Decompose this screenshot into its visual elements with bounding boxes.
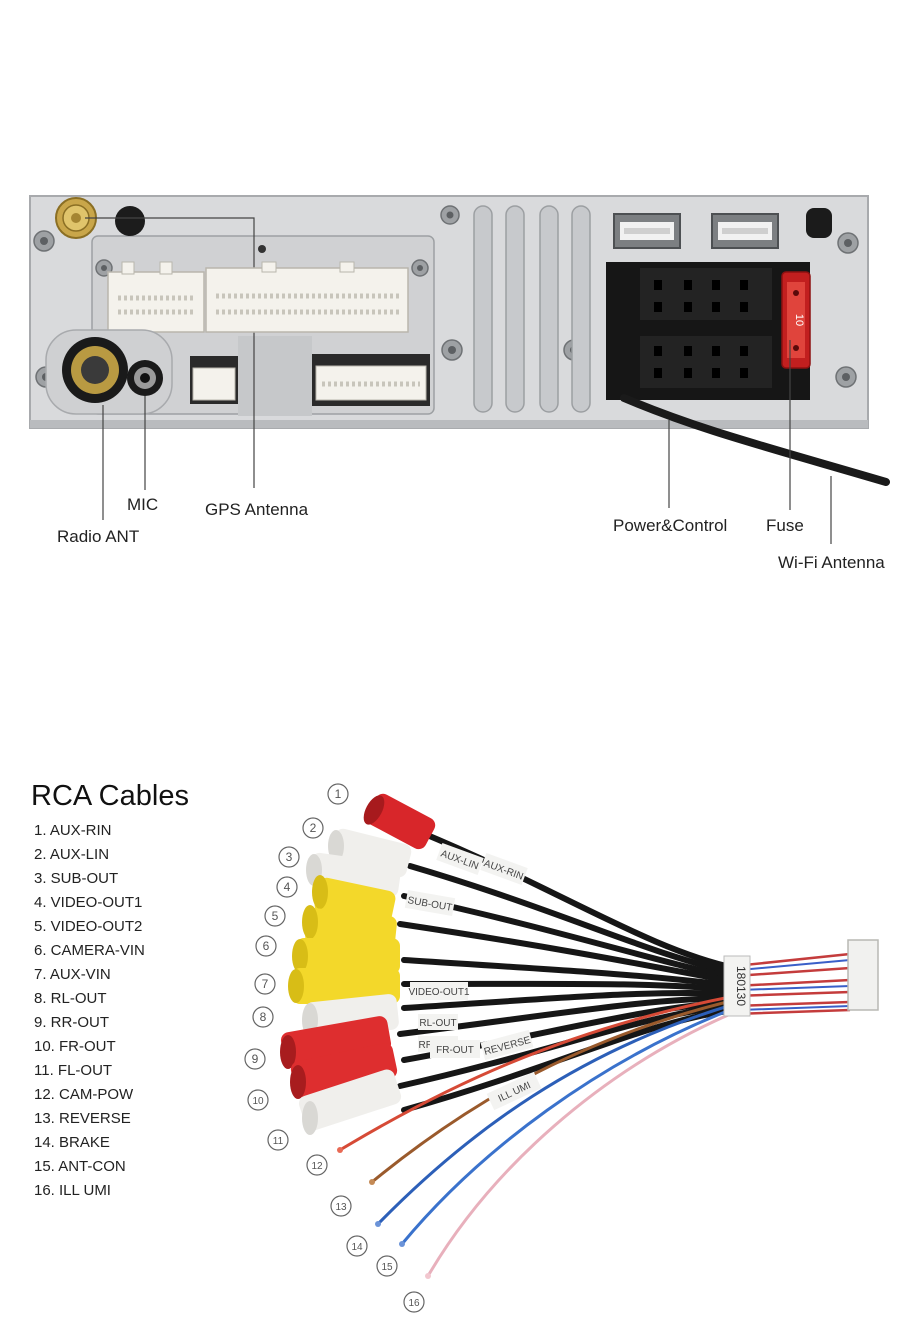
rca-number: 2 — [310, 821, 317, 835]
rca-list-item: 3. SUB-OUT — [34, 870, 119, 887]
tag-text: RL-OUT — [419, 1018, 456, 1029]
rca-list-item: 15. ANT-CON — [34, 1158, 126, 1175]
rca-number: 7 — [262, 977, 269, 991]
tag-text: VIDEO-OUT1 — [408, 987, 470, 998]
tag: SUB-OUT — [404, 889, 456, 917]
rca-list-item: 4. VIDEO-OUT1 — [34, 894, 143, 911]
tag — [723, 955, 751, 1017]
rca-number: 14 — [351, 1242, 363, 1253]
rca-plug-1 — [363, 793, 436, 850]
rca-plug-7 — [288, 968, 400, 1004]
label-power-control: Power&Control — [613, 516, 728, 535]
rca-list-item: 5. VIDEO-OUT2 — [34, 918, 143, 935]
rca-plug-10 — [290, 1043, 398, 1099]
head-unit-rear-panel: 10 — [29, 195, 890, 544]
rca-list-item: 7. AUX-VIN — [34, 966, 111, 983]
rca-number: 15 — [381, 1262, 393, 1273]
rca-list-item: 1. AUX-RIN — [34, 822, 112, 839]
power-control-connector — [606, 262, 810, 400]
rca-number: 12 — [311, 1161, 323, 1172]
label-radio-ant: Radio ANT — [57, 527, 140, 546]
rca-list-item: 14. BRAKE — [34, 1134, 110, 1151]
main-connector-white — [107, 261, 409, 333]
rca-list-item: 12. CAM-POW — [34, 1086, 134, 1103]
tag: FR-OUT — [430, 1040, 480, 1058]
mic-socket — [127, 360, 163, 396]
rca-number: 9 — [252, 1052, 259, 1066]
rca-title: RCA Cables — [31, 780, 189, 812]
rca-list-item: 8. RL-OUT — [34, 990, 107, 1007]
rca-list-item: 13. REVERSE — [34, 1110, 131, 1127]
rca-list-item: 11. FL-OUT — [34, 1062, 113, 1079]
rca-number: 6 — [263, 939, 270, 953]
rca-number: 16 — [408, 1298, 420, 1309]
rca-number: 8 — [260, 1010, 267, 1024]
rca-list: 1. AUX-RIN 2. AUX-LIN 3. SUB-OUT 4. VIDE… — [34, 822, 145, 1206]
mic-hole — [115, 206, 145, 236]
rca-number: 4 — [284, 880, 291, 894]
usb-port — [613, 213, 779, 249]
fuse-rating: 10 — [793, 314, 805, 326]
gps-antenna-connector — [55, 197, 97, 239]
rca-plug-6 — [292, 938, 400, 974]
harness-connector: 180130 — [723, 939, 879, 1017]
tag-text: 180130 — [734, 966, 748, 1006]
label-wifi-antenna: Wi-Fi Antenna — [778, 553, 885, 572]
tag: AUX-RIN — [480, 853, 528, 885]
wifi-antenna-cable — [620, 394, 890, 486]
rca-number: 3 — [286, 850, 293, 864]
rca-list-item: 16. ILL UMI — [34, 1182, 111, 1199]
rca-harness: 180130 AUX-LIN AUX-RIN SUB-OUT VIDEO-OUT… — [244, 783, 879, 1313]
rca-list-item: 2. AUX-LIN — [34, 846, 110, 863]
label-fuse: Fuse — [766, 516, 804, 535]
rca-number: 10 — [252, 1096, 264, 1107]
tag-text: FR-OUT — [436, 1045, 474, 1056]
rca-list-item: 6. CAMERA-VIN — [34, 942, 145, 959]
rca-number: 11 — [273, 1136, 284, 1147]
rca-plug-11 — [298, 1069, 402, 1135]
label-mic: MIC — [127, 495, 159, 514]
rca-number: 1 — [335, 787, 342, 801]
tag: RL-OUT — [418, 1014, 458, 1030]
rca-number: 5 — [272, 909, 279, 923]
rca-number: 13 — [335, 1202, 347, 1213]
fuse: 10 — [781, 271, 811, 369]
rca-list-item: 9. RR-OUT — [34, 1014, 109, 1031]
rca-list-item: 10. FR-OUT — [34, 1038, 116, 1055]
label-gps-antenna: GPS Antenna — [205, 500, 309, 519]
tag: VIDEO-OUT1 — [408, 982, 470, 1000]
